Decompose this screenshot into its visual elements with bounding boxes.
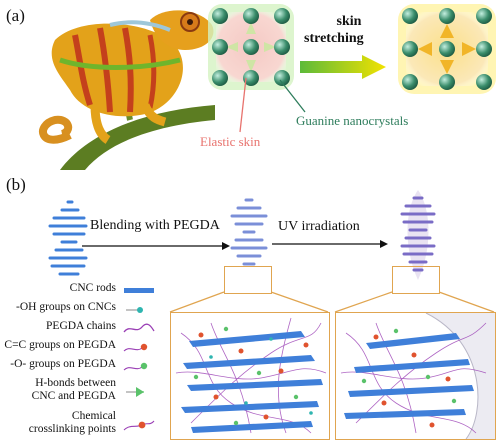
zoom-panel-blended <box>170 312 330 440</box>
legend-row-hbond: H-bonds between CNC and PEGDA <box>4 377 162 407</box>
legend-label-pegda: PEGDA chains <box>46 320 116 332</box>
stretch-label-1: skin <box>336 14 362 29</box>
cnc-helix-initial <box>48 200 88 276</box>
legend-label-o: -O- groups on PEGDA <box>10 358 116 370</box>
lattice-stretched <box>398 4 496 94</box>
network-blended <box>175 317 327 434</box>
elastic-skin-label: Elastic skin <box>200 134 261 149</box>
label-pointer-lines <box>239 77 306 133</box>
legend-row-oh: -OH groups on CNCs <box>4 301 162 323</box>
legend-label-hbond-line2: CNC and PEGDA <box>31 390 116 402</box>
legend-label-hbond-line1: H-bonds between <box>35 377 116 389</box>
step2-label: UV irradiation <box>278 219 360 234</box>
guanine-label: Guanine nanocrystals <box>296 113 409 128</box>
zoom-box-left <box>224 266 272 294</box>
legend-label-cnc: CNC rods <box>69 282 116 294</box>
panel-a-label: (a) <box>6 6 25 25</box>
legend-label-cc: C=C groups on PEGDA <box>4 339 116 351</box>
zoom-panel-crosslinked <box>335 312 496 440</box>
step1-label: Blending with PEGDA <box>90 218 220 233</box>
chameleon-illustration <box>39 10 215 170</box>
legend-label-crosslink: Chemical crosslinking points <box>29 410 116 436</box>
legend-row-cc: C=C groups on PEGDA <box>4 339 162 361</box>
legend-label-crosslink-line1: Chemical <box>71 410 116 422</box>
green-dot-chain-icon <box>123 362 148 371</box>
purple-chain-icon <box>123 323 155 333</box>
red-dot-chain-icon <box>123 343 148 352</box>
cnc-helix-blended <box>230 198 268 266</box>
blue-rod-icon <box>124 288 154 293</box>
zoom-box-right <box>392 266 440 294</box>
legend-row-pegda: PEGDA chains <box>4 320 162 342</box>
legend-row-cnc: CNC rods <box>4 282 162 304</box>
stretch-label-2: stretching <box>304 31 364 46</box>
process-arrow-1 <box>82 242 230 250</box>
crosslink-icon <box>123 420 155 431</box>
legend-label-oh: -OH groups on CNCs <box>16 301 116 313</box>
hbond-icon <box>126 387 146 397</box>
cnc-helix-crosslinked <box>400 190 436 280</box>
legend-row-crosslink: Chemical crosslinking points <box>4 410 162 440</box>
legend-label-hbond: H-bonds between CNC and PEGDA <box>32 377 116 403</box>
panel-b-label: (b) <box>6 175 26 194</box>
legend-label-crosslink-line2: crosslinking points <box>28 423 116 435</box>
teal-dot-icon <box>126 307 143 313</box>
process-arrow-2 <box>272 240 388 248</box>
network-crosslinked <box>340 313 495 439</box>
lattice-unstretched <box>208 4 294 90</box>
stretch-arrow <box>300 55 386 79</box>
legend: CNC rods -OH groups on CNCs PEGDA chains… <box>4 282 164 442</box>
legend-row-o: -O- groups on PEGDA <box>4 358 162 380</box>
